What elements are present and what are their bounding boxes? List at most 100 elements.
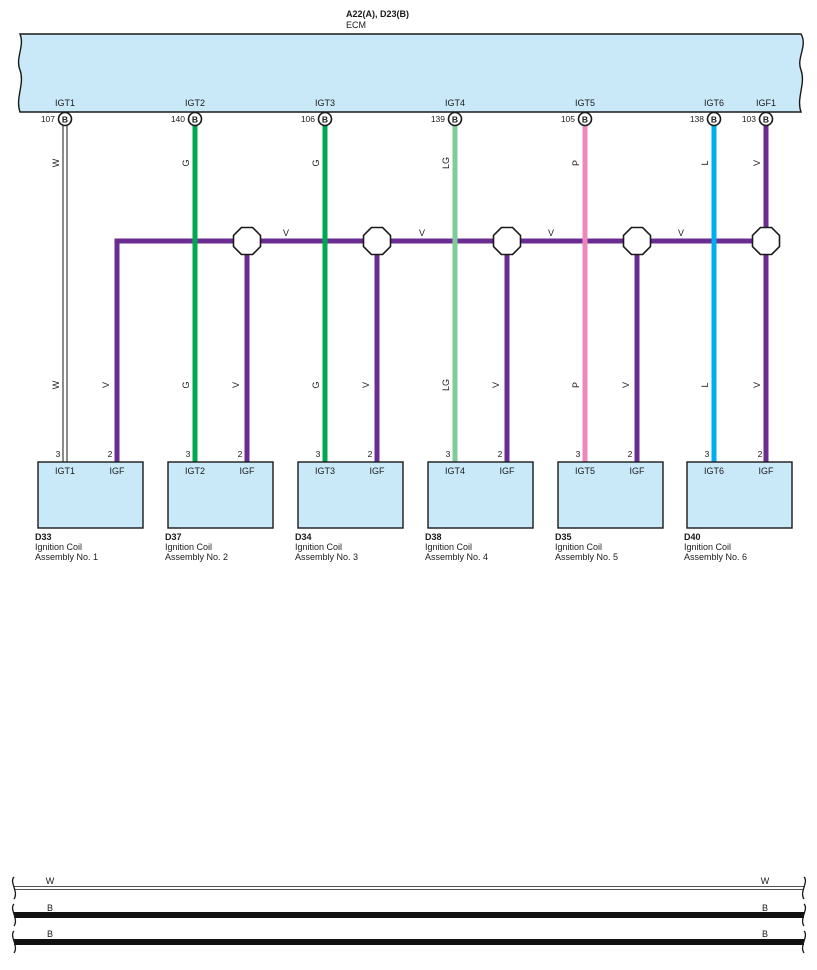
ecm-pin-number: 138 bbox=[690, 114, 704, 124]
wire-color-label: P bbox=[571, 160, 581, 166]
bottom-wire-label: B bbox=[762, 929, 768, 939]
coil-terminal-label: IGF bbox=[240, 466, 256, 476]
coil-name: Ignition Coil bbox=[165, 542, 212, 552]
coil-name: Ignition Coil bbox=[684, 542, 731, 552]
coil-terminal-label: IGF bbox=[370, 466, 386, 476]
wire-color-label: V bbox=[101, 382, 111, 388]
coil-id: D40 bbox=[684, 532, 701, 542]
coil-pin-number: 3 bbox=[705, 449, 710, 459]
coil-pin-number: 2 bbox=[628, 449, 633, 459]
svg-text:B: B bbox=[62, 115, 68, 125]
ecm-pin-circle: B bbox=[758, 111, 774, 127]
ecm-pin-circle: B bbox=[706, 111, 722, 127]
coil-pin-number: 3 bbox=[56, 449, 61, 459]
coil-terminal-label: IGT6 bbox=[704, 466, 724, 476]
coil-terminal-label: IGT5 bbox=[575, 466, 595, 476]
wire-color-label: V bbox=[548, 228, 554, 238]
wire-color-label: W bbox=[51, 380, 61, 389]
wire-color-label: V bbox=[491, 382, 501, 388]
svg-text:B: B bbox=[192, 115, 198, 125]
coil-box bbox=[167, 461, 274, 529]
ecm-pin-number: 107 bbox=[41, 114, 55, 124]
coil-name: Ignition Coil bbox=[425, 542, 472, 552]
ecm-pin-number: 105 bbox=[561, 114, 575, 124]
coil-id: D35 bbox=[555, 532, 572, 542]
ecm-connector-label: A22(A), D23(B) bbox=[346, 9, 409, 19]
coil-terminal-label: IGF bbox=[759, 466, 775, 476]
igf-bus-wire bbox=[114, 238, 766, 462]
wire-color-label: G bbox=[181, 381, 191, 388]
coil-assembly: Assembly No. 2 bbox=[165, 552, 228, 562]
ignition-coil-d33: 3 2 IGT1 IGF D33 Ignition Coil Assembly … bbox=[35, 449, 144, 562]
coil-box bbox=[37, 461, 144, 529]
coil-terminal-label: IGT1 bbox=[55, 466, 75, 476]
ecm-terminal-label: IGT4 bbox=[445, 98, 465, 108]
ecm-pin-circle: B bbox=[317, 111, 333, 127]
coil-pin-number: 2 bbox=[758, 449, 763, 459]
coil-pin-number: 3 bbox=[576, 449, 581, 459]
coil-id: D34 bbox=[295, 532, 312, 542]
coil-name: Ignition Coil bbox=[295, 542, 342, 552]
wire-break-mark bbox=[11, 930, 17, 954]
ignition-coil-d40: 3 2 IGT6 IGF D40 Ignition Coil Assembly … bbox=[684, 449, 793, 562]
wire-labels-group: W W G G G G LG LG P P L L V V V V V V V … bbox=[51, 157, 762, 391]
svg-text:B: B bbox=[763, 115, 769, 125]
splice-point bbox=[362, 226, 392, 256]
coil-pin-number: 2 bbox=[108, 449, 113, 459]
svg-text:B: B bbox=[711, 115, 717, 125]
coil-terminal-label: IGT3 bbox=[315, 466, 335, 476]
bottom-wire-label: B bbox=[47, 903, 53, 913]
coil-pin-number: 2 bbox=[498, 449, 503, 459]
wire-color-label: LG bbox=[441, 157, 451, 169]
coil-box bbox=[427, 461, 534, 529]
wire-color-label: LG bbox=[441, 379, 451, 391]
wire-color-label: V bbox=[419, 228, 425, 238]
ignition-coil-d35: 3 2 IGT5 IGF D35 Ignition Coil Assembly … bbox=[555, 449, 664, 562]
svg-text:B: B bbox=[322, 115, 328, 125]
wire-break-mark bbox=[801, 930, 807, 954]
coil-terminal-label: IGF bbox=[630, 466, 646, 476]
ecm-terminal-label: IGF1 bbox=[756, 98, 776, 108]
coils-group: 3 2 IGT1 IGF D33 Ignition Coil Assembly … bbox=[35, 449, 793, 562]
splice-point bbox=[492, 226, 522, 256]
coil-terminal-label: IGT2 bbox=[185, 466, 205, 476]
ecm-body bbox=[17, 33, 804, 113]
wire-color-label: G bbox=[311, 159, 321, 166]
ecm-pin-circle: B bbox=[57, 111, 73, 127]
wire-color-label: P bbox=[571, 382, 581, 388]
coil-pin-number: 2 bbox=[368, 449, 373, 459]
coil-name: Ignition Coil bbox=[35, 542, 82, 552]
wire-color-label: G bbox=[181, 159, 191, 166]
coil-name: Ignition Coil bbox=[555, 542, 602, 552]
wire-color-label: V bbox=[361, 382, 371, 388]
ecm-pins-group: IGT1 IGT2 IGT3 IGT4 IGT5 IGT6 IGF1 107 1… bbox=[41, 98, 776, 127]
ignition-coil-d38: 3 2 IGT4 IGF D38 Ignition Coil Assembly … bbox=[425, 449, 534, 562]
coil-pin-number: 3 bbox=[446, 449, 451, 459]
ecm-pin-number: 103 bbox=[742, 114, 756, 124]
svg-text:B: B bbox=[452, 115, 458, 125]
bottom-wire-label: B bbox=[762, 903, 768, 913]
wire-color-label: V bbox=[678, 228, 684, 238]
wire-break-mark bbox=[801, 903, 807, 927]
ecm-pin-number: 140 bbox=[171, 114, 185, 124]
wire-break-mark bbox=[11, 876, 17, 900]
ecm-pin-circle: B bbox=[187, 111, 203, 127]
coil-box bbox=[686, 461, 793, 529]
wire-color-label: V bbox=[752, 382, 762, 388]
coil-box bbox=[297, 461, 404, 529]
coil-assembly: Assembly No. 6 bbox=[684, 552, 747, 562]
ecm-terminal-label: IGT2 bbox=[185, 98, 205, 108]
coil-box bbox=[557, 461, 664, 529]
coil-terminal-label: IGF bbox=[500, 466, 516, 476]
wire-color-label: W bbox=[51, 158, 61, 167]
bottom-wire-label: W bbox=[761, 876, 770, 886]
wire-color-label: L bbox=[700, 160, 710, 165]
wire-color-label: V bbox=[621, 382, 631, 388]
coil-assembly: Assembly No. 5 bbox=[555, 552, 618, 562]
ignition-coil-d34: 3 2 IGT3 IGF D34 Ignition Coil Assembly … bbox=[295, 449, 404, 562]
coil-id: D38 bbox=[425, 532, 442, 542]
wire-color-label: V bbox=[231, 382, 241, 388]
coil-assembly: Assembly No. 4 bbox=[425, 552, 488, 562]
